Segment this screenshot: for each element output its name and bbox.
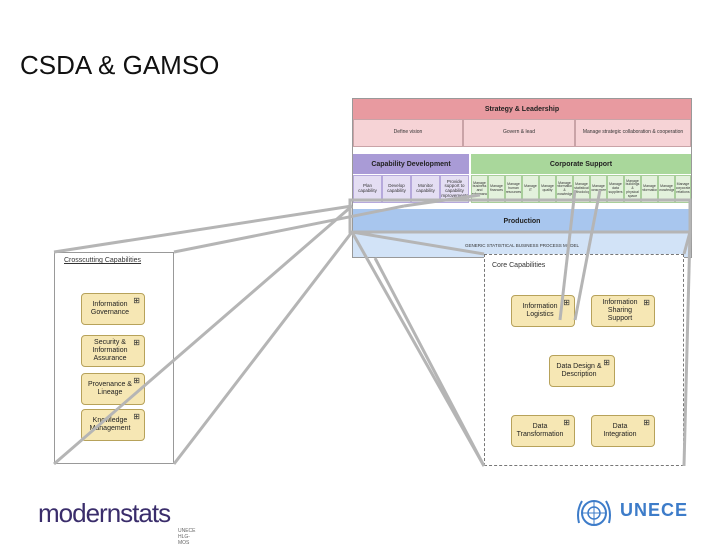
cell-capability-0: Plan capability: [353, 175, 382, 203]
cap-label: Information Governance: [90, 301, 130, 316]
cell-corporate-2: Manage human resources: [505, 175, 522, 203]
unece-logo-text: UNECE: [620, 500, 689, 520]
component-icon: ⊞: [133, 412, 140, 421]
component-icon: ⊞: [133, 376, 140, 385]
cell-corporate-3: Manage IT: [522, 175, 539, 203]
cell-corporate-12: Manage corporate relations: [675, 175, 691, 203]
cell-corporate-8: Manage data suppliers: [607, 175, 624, 203]
cap-data-integration: Data Integration ⊞: [591, 415, 655, 447]
modernstats-wordmark: modernstats: [38, 498, 171, 528]
un-emblem-icon: [577, 500, 611, 526]
cap-information-governance: Information Governance ⊞: [81, 293, 145, 325]
cell-corporate-10: Manage information: [641, 175, 658, 203]
cell-capability-3: Provide support to capability improvemen…: [440, 175, 469, 203]
component-icon: ⊞: [643, 418, 650, 427]
crosscutting-panel: Crosscutting Capabilities Information Go…: [54, 252, 174, 464]
production-header: Production: [353, 209, 691, 233]
cell-corporate-4: Manage quality: [539, 175, 556, 203]
cell-corporate-0: Manage business and performance: [471, 175, 488, 203]
capability-cells: Plan capability Develop capability Monit…: [353, 175, 469, 203]
connector-line: [53, 204, 353, 254]
component-icon: ⊞: [563, 298, 570, 307]
crosscutting-label: Crosscutting Capabilities: [61, 256, 145, 265]
cap-information-logistics: Information Logistics ⊞: [511, 295, 575, 327]
cell-corporate-1: Manage finances: [488, 175, 505, 203]
component-icon: ⊞: [133, 296, 140, 305]
component-icon: ⊞: [563, 418, 570, 427]
gamso-model: Strategy & Leadership Define vision Gove…: [352, 98, 692, 258]
cell-capability-2: Monitor capability: [411, 175, 440, 203]
connector-line: [350, 231, 486, 467]
connector-line: [682, 231, 692, 467]
component-icon: ⊞: [603, 358, 610, 367]
cell-corporate-11: Manage knowledge: [658, 175, 675, 203]
modernstats-logo: modernstats UNECE HLG-MOS: [38, 498, 196, 546]
cap-data-transformation: Data Transformation ⊞: [511, 415, 575, 447]
cap-label: Data Integration: [603, 423, 637, 438]
cap-security-information-assurance: Security & Information Assurance ⊞: [81, 335, 145, 367]
cap-data-design-description: Data Design & Description ⊞: [549, 355, 615, 387]
cap-label: Knowledge Management: [89, 417, 131, 432]
cell-define-vision: Define vision: [353, 119, 463, 147]
cell-govern-lead: Govern & lead: [463, 119, 575, 147]
cell-corporate-5: Manage information & knowledge: [556, 175, 573, 203]
production-sub-text: GENERIC STATISTICAL BUSINESS PROCESS MOD…: [465, 242, 579, 248]
strategy-row: Define vision Govern & lead Manage strat…: [353, 119, 691, 147]
cell-corporate-6: Manage statistical methodology: [573, 175, 590, 203]
cell-corporate-9: Manage buildings & physical space: [624, 175, 641, 203]
corporate-cells: Manage business and performance Manage f…: [471, 175, 691, 203]
core-label: Core Capabilities: [489, 261, 549, 270]
component-icon: ⊞: [133, 338, 140, 347]
corporate-support-header: Corporate Support: [471, 154, 691, 174]
component-icon: ⊞: [643, 298, 650, 307]
capability-development-header: Capability Development: [353, 154, 469, 174]
connector-line: [373, 257, 486, 467]
cap-knowledge-management: Knowledge Management ⊞: [81, 409, 145, 441]
cap-provenance-lineage: Provenance & Lineage ⊞: [81, 373, 145, 405]
connector-line: [172, 231, 354, 465]
cap-label: Security & Information Assurance: [92, 339, 128, 362]
strategy-leadership-header: Strategy & Leadership: [353, 99, 691, 119]
cell-manage-collaboration: Manage strategic collaboration & coopera…: [575, 119, 691, 147]
page-title: CSDA & GAMSO: [20, 50, 220, 80]
cap-label: Information Sharing Support: [602, 299, 638, 322]
cap-information-sharing-support: Information Sharing Support ⊞: [591, 295, 655, 327]
cap-label: Data Transformation: [516, 423, 564, 438]
cap-label: Information Logistics: [522, 303, 558, 318]
cap-label: Provenance & Lineage: [88, 381, 132, 396]
modernstats-sub: UNECE HLG-MOS: [178, 528, 196, 546]
core-panel: Core Capabilities Information Logistics …: [484, 254, 684, 466]
cell-corporate-7: Manage consumers: [590, 175, 607, 203]
cell-capability-1: Develop capability: [382, 175, 411, 203]
cap-label: Data Design & Description: [556, 363, 602, 378]
